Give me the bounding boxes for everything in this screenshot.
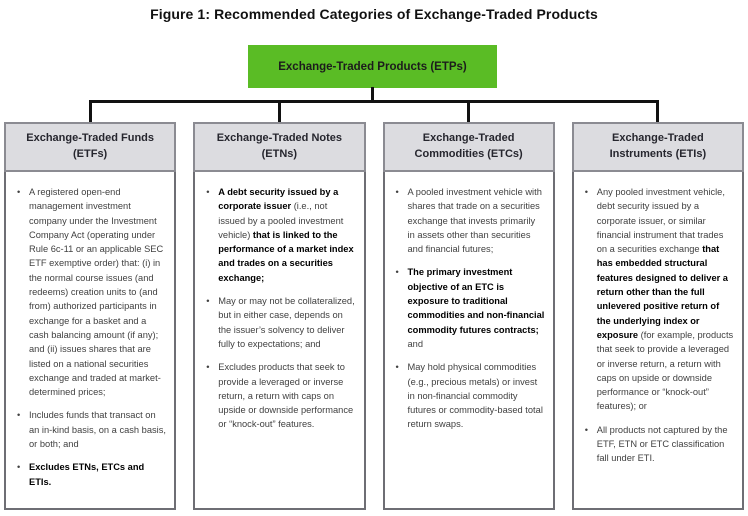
root-node-label: Exchange-Traded Products (ETPs) bbox=[278, 60, 467, 73]
bullet-marker: • bbox=[395, 362, 399, 373]
category-body-etc: • A pooled investment vehicle with shares… bbox=[382, 172, 555, 510]
category-column-etf: Exchange-Traded Funds (ETFs) • A registere… bbox=[4, 122, 177, 510]
bullet-item: • Excludes products that seek to provide … bbox=[205, 360, 355, 431]
figure-title: Figure 1: Recommended Categories of Exch… bbox=[150, 6, 598, 22]
bullet-text-segment: A pooled investment vehicle with shares … bbox=[407, 187, 542, 255]
bullet-text-segment: A debt security issued by a corporate is… bbox=[218, 187, 339, 212]
bullet-text-segment: A registered open-end management investm… bbox=[29, 187, 164, 398]
category-body-etf: • A registered open-end management invest… bbox=[4, 172, 177, 510]
bullet-item: • All products not captured by the ETF, E… bbox=[584, 423, 734, 466]
bullet-item: • Any pooled investment vehicle, debt sec… bbox=[584, 185, 734, 414]
connector-horizontal bbox=[89, 100, 659, 103]
connector-root-stem bbox=[371, 87, 374, 101]
category-body-etn: • A debt security issued by a corporate i… bbox=[193, 172, 366, 510]
bullet-marker: • bbox=[17, 410, 21, 421]
bullet-list: • A registered open-end management invest… bbox=[16, 185, 166, 489]
category-header-label: Exchange-Traded Notes (ETNs) bbox=[216, 132, 343, 160]
bullet-text-segment: that has embedded structural features de… bbox=[596, 244, 728, 340]
bullet-text-segment: that is linked to the performance of a m… bbox=[218, 229, 354, 283]
bullet-list: • A debt security issued by a corporate i… bbox=[205, 185, 355, 432]
category-column-eti: Exchange-Traded Instruments (ETIs) • Any p… bbox=[571, 122, 744, 510]
bullet-item: • May or may not be collateralized, but i… bbox=[205, 294, 355, 351]
bullet-marker: • bbox=[17, 462, 21, 473]
bullet-text-segment: Excludes ETNs, ETCs and ETIs. bbox=[29, 462, 145, 487]
bullet-marker: • bbox=[395, 187, 399, 197]
category-header-label: Exchange-Traded Commodities (ETCs) bbox=[414, 132, 523, 160]
bullet-marker: • bbox=[206, 187, 210, 197]
bullet-text-segment: Excludes products that seek to provide a… bbox=[218, 362, 354, 430]
category-header-etf: Exchange-Traded Funds (ETFs) bbox=[4, 122, 177, 172]
bullet-marker: • bbox=[17, 187, 21, 197]
bullet-text-segment: Includes funds that transact on an in-ki… bbox=[29, 410, 166, 450]
category-header-etn: Exchange-Traded Notes (ETNs) bbox=[193, 122, 366, 172]
root-node-etp: Exchange-Traded Products (ETPs) bbox=[248, 45, 497, 88]
category-header-label: Exchange-Traded Instruments (ETIs) bbox=[609, 132, 707, 160]
bullet-text-segment: (for example, products that seek to prov… bbox=[596, 329, 734, 412]
connector-drop-eti bbox=[656, 102, 659, 122]
bullet-text-segment: and bbox=[407, 338, 424, 349]
bullet-item: • Includes funds that transact on an in-k… bbox=[16, 408, 166, 451]
bullet-item: • A debt security issued by a corporate i… bbox=[205, 185, 355, 285]
category-body-eti: • Any pooled investment vehicle, debt sec… bbox=[571, 172, 744, 510]
bullet-item: • The primary investment objective of an … bbox=[395, 265, 545, 351]
bullet-item: • Excludes ETNs, ETCs and ETIs. bbox=[16, 460, 166, 489]
category-column-etn: Exchange-Traded Notes (ETNs) • A debt secu… bbox=[193, 122, 366, 510]
bullet-marker: • bbox=[206, 296, 210, 307]
bullet-item: • A registered open-end management invest… bbox=[16, 185, 166, 399]
bullet-marker: • bbox=[584, 424, 589, 435]
connector-drop-etc bbox=[467, 102, 470, 122]
connector-drop-etf bbox=[89, 102, 92, 122]
bullet-marker: • bbox=[395, 267, 399, 278]
bullet-marker: • bbox=[206, 362, 210, 373]
connector-drop-etn bbox=[278, 102, 281, 122]
bullet-text-segment: All products not captured by the ETF, ET… bbox=[596, 424, 728, 464]
bullet-item: • May hold physical commodities (e.g., pr… bbox=[395, 360, 545, 431]
bullet-marker: • bbox=[584, 187, 589, 197]
category-header-label: Exchange-Traded Funds (ETFs) bbox=[26, 132, 154, 160]
bullet-text-segment: (i.e., not issued by a pooled investment… bbox=[218, 201, 344, 240]
category-header-etc: Exchange-Traded Commodities (ETCs) bbox=[382, 122, 555, 172]
bullet-list: • A pooled investment vehicle with shares… bbox=[395, 185, 545, 432]
bullet-list: • Any pooled investment vehicle, debt sec… bbox=[584, 185, 734, 466]
category-columns: Exchange-Traded Funds (ETFs) • A registere… bbox=[4, 122, 744, 510]
bullet-item: • A pooled investment vehicle with shares… bbox=[395, 185, 545, 256]
bullet-text-segment: May or may not be collateralized, but in… bbox=[218, 296, 355, 349]
category-header-eti: Exchange-Traded Instruments (ETIs) bbox=[571, 122, 744, 172]
bullet-text-segment: Any pooled investment vehicle, debt secu… bbox=[596, 187, 725, 255]
bullet-text-segment: The primary investment objective of an E… bbox=[407, 267, 545, 335]
category-column-etc: Exchange-Traded Commodities (ETCs) • A poo… bbox=[382, 122, 555, 510]
bullet-text-segment: May hold physical commodities (e.g., pre… bbox=[407, 362, 543, 430]
